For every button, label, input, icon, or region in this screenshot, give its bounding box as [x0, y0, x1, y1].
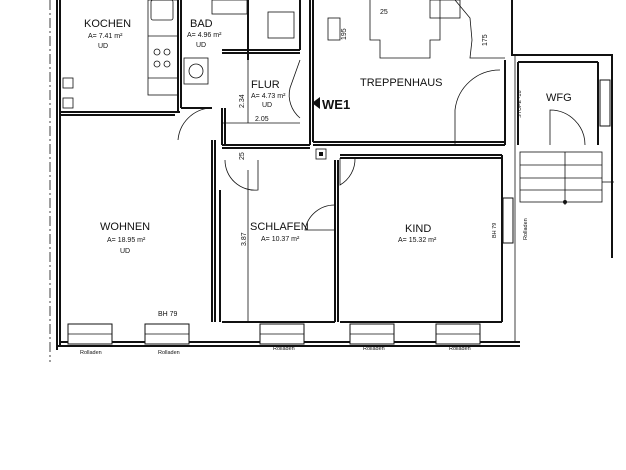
kind-name: KIND — [405, 223, 431, 235]
schlafen-name: SCHLAFEN — [250, 221, 309, 233]
flur-name: FLUR — [251, 79, 280, 91]
schlafen-area: SCHLAFEN A= 10.37 m² 3.87 — [219, 160, 339, 323]
flur-tag: UD — [262, 102, 272, 109]
wohnen-name: WOHNEN — [100, 221, 150, 233]
schlafen-height-dim: 3.87 — [241, 232, 248, 246]
outer-walls — [49, 0, 613, 362]
flur-area: A= 4.73 m² — [251, 93, 286, 100]
stair-top-dim: 195 — [341, 28, 348, 40]
shutter-label-5: Rolladen — [449, 346, 471, 352]
bad-tag: UD — [196, 42, 206, 49]
shutter-labels: Rolladen Rolladen Rolladen Rolladen Roll… — [80, 346, 471, 356]
flur-width-dim: 2.05 — [255, 116, 269, 123]
kind-brh: BH 79 — [492, 223, 498, 238]
wohnen-tag: UD — [120, 248, 130, 255]
wohnen-area: A= 18.95 m² — [107, 237, 146, 244]
side-shutter-label: Rolladen — [523, 218, 529, 240]
kochen-area: A= 7.41 m² — [88, 33, 123, 40]
flur-height-dim: 2.34 — [239, 94, 246, 108]
kind-area: KIND A= 15.32 m² BH 79 Rolladen — [339, 154, 529, 323]
kochen-name: KOCHEN — [84, 18, 131, 30]
kochen-tag: UD — [98, 43, 108, 50]
unit-label: WE1 — [322, 97, 350, 112]
small-dim-25: 25 — [380, 9, 388, 16]
schlafen-area: A= 10.37 m² — [261, 236, 300, 243]
shutter-label-3: Rolladen — [273, 346, 295, 352]
stairwell-area: TREPPENHAUS WE1 195 175 25 — [309, 0, 506, 160]
wfg-area: WFG STUFE -18 — [517, 61, 614, 205]
wfg-name: WFG — [546, 92, 572, 104]
shutter-label-1: Rolladen — [80, 350, 102, 356]
bath-area: BAD A= 4.96 m² UD — [177, 0, 301, 141]
shutter-label-4: Rolladen — [363, 346, 385, 352]
kitchen-area: KOCHEN A= 7.41 m² UD — [60, 0, 180, 116]
stair-step-label: STUFE -18 — [517, 90, 523, 118]
hall-depth-dim: 25 — [239, 152, 246, 160]
wohnen-area: WOHNEN A= 18.95 m² UD BH 79 — [100, 140, 216, 322]
flur-area: FLUR A= 4.73 m² UD 2.05 2.34 25 — [221, 49, 310, 191]
bad-area: A= 4.96 m² — [187, 32, 222, 39]
kind-area: A= 15.32 m² — [398, 237, 437, 244]
windows — [67, 323, 481, 345]
shutter-label-2: Rolladen — [158, 350, 180, 356]
treppenhaus-name: TREPPENHAUS — [360, 77, 443, 89]
wohnen-brh: BH 79 — [158, 311, 178, 318]
stair-right-dim: 175 — [482, 34, 489, 46]
bad-name: BAD — [190, 18, 213, 30]
